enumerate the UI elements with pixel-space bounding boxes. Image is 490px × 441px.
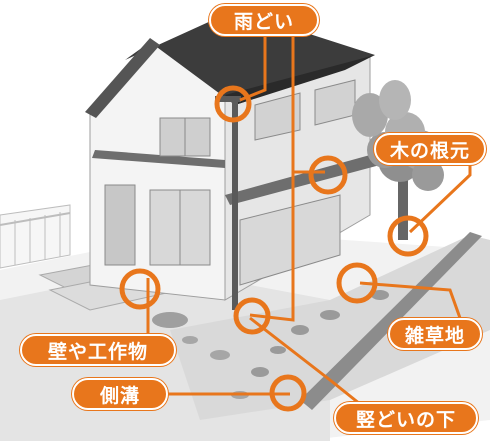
label-zassouchi: 雑草地 [388, 318, 482, 350]
label-tatedoi-no-shita: 竪どいの下 [334, 402, 478, 434]
label-ki-no-nemoto: 木の根元 [374, 133, 486, 165]
house [85, 10, 380, 310]
circle-sokkou [269, 374, 307, 412]
circle-zassouchi [336, 262, 378, 304]
circle-kabe [119, 268, 161, 310]
label-kabe-ya-kousakubutsu: 壁や工作物 [20, 334, 176, 366]
label-amadoi: 雨どい [209, 4, 319, 36]
label-sokkou: 側溝 [72, 378, 168, 410]
circle-amadoi-side [308, 155, 348, 195]
bushes [352, 80, 411, 137]
highlight-circles [119, 85, 429, 412]
circle-amadoi [214, 85, 252, 123]
fence [0, 204, 71, 269]
circle-ki-no-nemoto [387, 215, 429, 257]
circle-tatedoi [233, 297, 271, 335]
